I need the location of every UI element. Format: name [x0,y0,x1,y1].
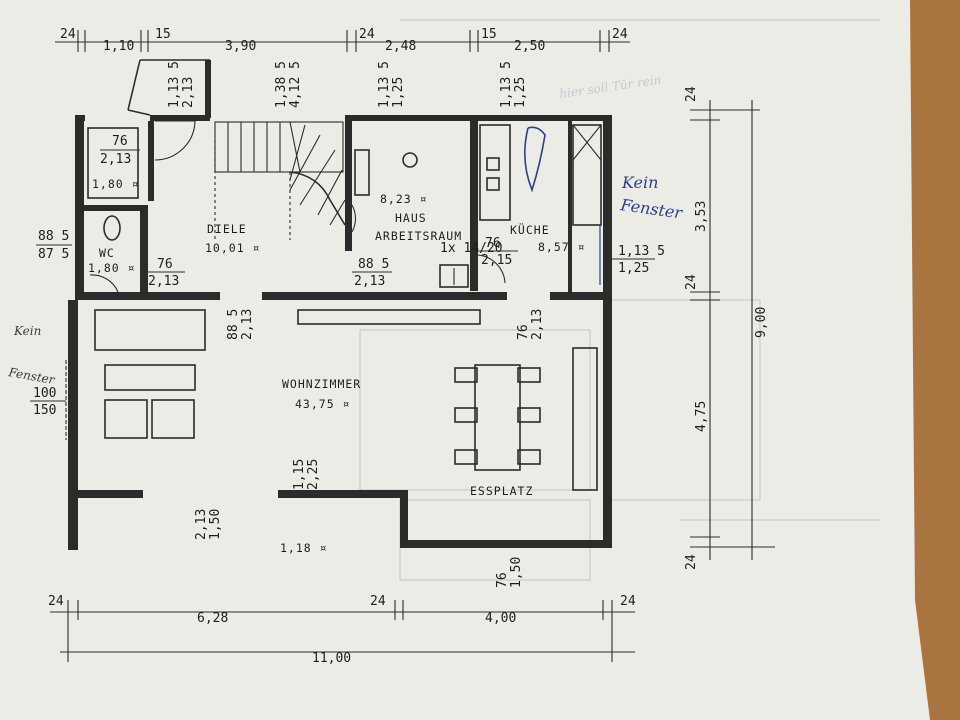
haus-area: 8,23 ¤ [380,192,428,206]
kueche-area: 8,57 ¤ [538,240,586,254]
opening-7-top: 76 [157,257,173,272]
opening-7-bottom: 2,13 [148,274,179,289]
dim-top-3: 15 [155,27,171,42]
haus-label: HAUS [395,211,427,225]
toilet-icon [103,215,121,241]
wc-label: WC [99,246,115,260]
opening-13-bottom: 150 [33,403,56,418]
opening-9-top: 88 5 [358,257,389,272]
walls [68,59,612,550]
dim-top-5: 24 [359,27,375,42]
right-dimension-chain: 24 3,53 24 4,75 24 9,00 [684,86,775,570]
opening-15-top: 2,13 [194,509,209,540]
opening-3-bottom: 1,25 [391,77,406,108]
diele-area: 10,01 ¤ [205,241,260,255]
opening-13-top: 100 [33,386,56,401]
dim-top-1: 24 [60,27,76,42]
dim-top-7: 15 [481,27,497,42]
opening-16-top: 76 [495,572,510,588]
paper-sheet [0,0,930,720]
dim-right-total: 9,00 [754,307,769,338]
arbeitsraum-label: ARBEITSRAUM [375,229,462,243]
dim-bottom-total: 11,00 [312,651,351,666]
opening-2-bottom: 4,12 5 [288,61,303,108]
dim-top-6: 2,48 [385,39,416,54]
dim-bottom-5: 24 [620,594,636,609]
opening-6-top: 88 5 [38,229,69,244]
opening-8-bottom: 2,13 [240,309,255,340]
blue-sketch-icon [524,126,546,193]
opening-10-top: 76 [485,236,501,251]
dim-right-4: 4,75 [694,401,709,432]
opening-9-bottom: 2,13 [354,274,385,289]
wohnzimmer-area: 43,75 ¤ [295,397,350,411]
dim-top-9: 24 [612,27,628,42]
opening-12-bottom: 2,13 [530,309,545,340]
opening-16-bottom: 1,50 [509,557,524,588]
dim-bottom-2: 6,28 [197,611,228,626]
opening-5-top: 76 [112,134,128,149]
opening-8-top: 88 5 [226,309,241,340]
dim-bottom-4: 4,00 [485,611,516,626]
opening-12-top: 76 [516,324,531,340]
dim-right-5: 24 [684,554,699,570]
top-dimension-chain: 24 1,10 15 3,90 24 2,48 15 2,50 24 [55,27,630,54]
staircase [214,121,346,240]
opening-4-bottom: 1,25 [513,77,528,108]
furniture [87,124,602,491]
opening-2-top: 1,38 5 [274,61,289,108]
closet-area: 1,80 ¤ [92,177,140,191]
opening-14-bottom: 2,25 [306,459,321,490]
opening-10-bottom: 2,15 [481,253,512,268]
dim-bottom-1: 24 [48,594,64,609]
doors [89,120,506,300]
dim-top-2: 1,10 [103,39,134,54]
opening-11-bottom: 1,25 [618,261,649,276]
dim-right-3: 24 [684,274,699,290]
room-labels: 1,80 ¤ WC 1,80 ¤ DIELE 10,01 ¤ 8,23 ¤ HA… [88,177,586,555]
note-kein: Kein [621,173,658,192]
note-kein-left: Kein [13,324,41,338]
opening-6-bottom: 87 5 [38,247,69,262]
opening-17: 1x 14/20 [440,241,503,256]
dim-right-2: 3,53 [694,201,709,232]
opening-4-top: 1,13 5 [499,61,514,108]
essplatz-label: ESSPLATZ [470,484,533,498]
opening-1-bottom: 2,13 [181,77,196,108]
bottom-dimension-chain: 24 6,28 24 4,00 24 11,00 [48,594,636,666]
terrace-area: 1,18 ¤ [280,541,328,555]
kueche-label: KÜCHE [510,221,550,237]
opening-1-top: 1,13 5 [167,61,182,108]
diele-label: DIELE [207,222,247,236]
dim-top-8: 2,50 [514,39,545,54]
wohnzimmer-label: WOHNZIMMER [282,377,361,391]
dim-top-4: 3,90 [225,39,256,54]
opening-5-bottom: 2,13 [100,152,131,167]
opening-14-top: 1,15 [292,459,307,490]
opening-dimensions: 1,13 5 2,13 1,38 5 4,12 5 1,13 5 1,25 1,… [30,61,665,588]
opening-3-top: 1,13 5 [377,61,392,108]
dim-bottom-3: 24 [370,594,386,609]
opening-15-bottom: 1,50 [208,509,223,540]
wc-area: 1,80 ¤ [88,261,136,275]
dim-right-1: 24 [684,86,699,102]
opening-11-top: 1,13 5 [618,244,665,259]
